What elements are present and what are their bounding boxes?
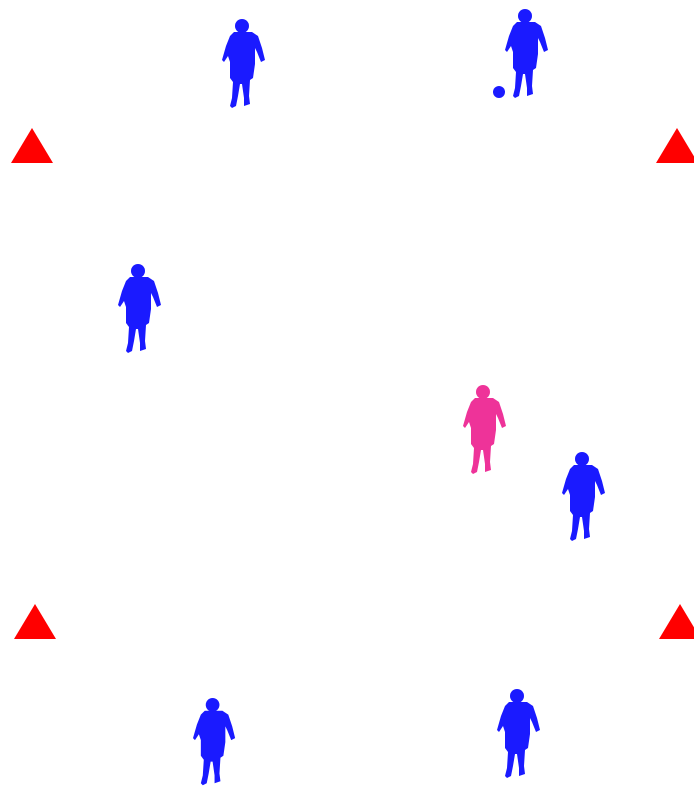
soccer-ball-icon [493, 86, 505, 98]
